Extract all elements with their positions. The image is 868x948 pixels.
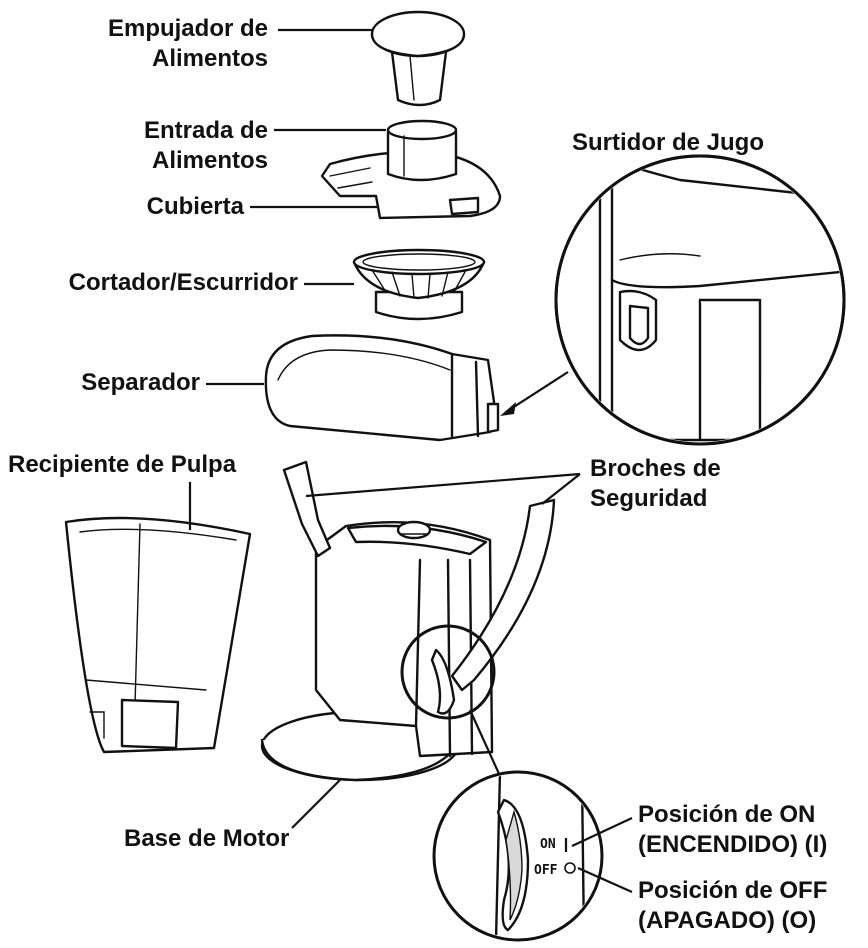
food-pusher-drawing [370, 10, 466, 107]
motor-base-drawing [260, 520, 494, 782]
label-safety-clips: Broches de Seguridad [590, 454, 721, 514]
label-safety-clips-line1: Broches de [590, 455, 721, 482]
switch-off-text: OFF [534, 863, 558, 878]
safety-clips-drawing [282, 460, 556, 715]
label-on-position-line2: (ENCENDIDO) (I) [638, 831, 828, 858]
label-food-chute: Entrada de Alimentos [144, 116, 268, 176]
cover-drawing [320, 119, 502, 220]
switch-on-text: ON [540, 837, 556, 852]
label-food-pusher: Empujador de Alimentos [108, 14, 268, 74]
label-off-position-line2: (APAGADO) (O) [638, 907, 817, 934]
separator-drawing [264, 334, 500, 442]
label-on-position: Posición de ON (ENCENDIDO) (I) [638, 800, 827, 860]
label-on-position-line1: Posición de ON [638, 801, 816, 828]
label-food-chute-line1: Entrada de [143, 117, 268, 144]
label-cover: Cubierta [146, 193, 244, 220]
pulp-bin-drawing [64, 516, 252, 754]
label-pulp-bin: Recipiente de Pulpa [8, 451, 237, 478]
cutter-strainer-drawing [352, 248, 486, 321]
label-juice-spout: Surtidor de Jugo [572, 129, 764, 156]
label-off-position: Posición de OFF (APAGADO) (O) [638, 876, 827, 936]
juice-spout-zoom-drawing [554, 154, 846, 446]
label-cutter-strainer: Cortador/Escurridor [68, 269, 298, 296]
switch-highlight-circle [400, 624, 496, 720]
label-safety-clips-line2: Seguridad [590, 485, 708, 512]
label-food-pusher-line1: Empujador de [107, 15, 268, 42]
switch-zoom-drawing: ON OFF [432, 709, 604, 942]
label-food-chute-line2: Alimentos [151, 147, 268, 174]
label-separator: Separador [81, 369, 200, 396]
juice-spout-arrow-line [505, 371, 569, 413]
juice-spout-arrow-head [500, 402, 516, 416]
label-motor-base: Base de Motor [124, 825, 290, 852]
label-off-position-line1: Posición de OFF [638, 877, 828, 904]
label-food-pusher-line2: Alimentos [151, 45, 268, 72]
